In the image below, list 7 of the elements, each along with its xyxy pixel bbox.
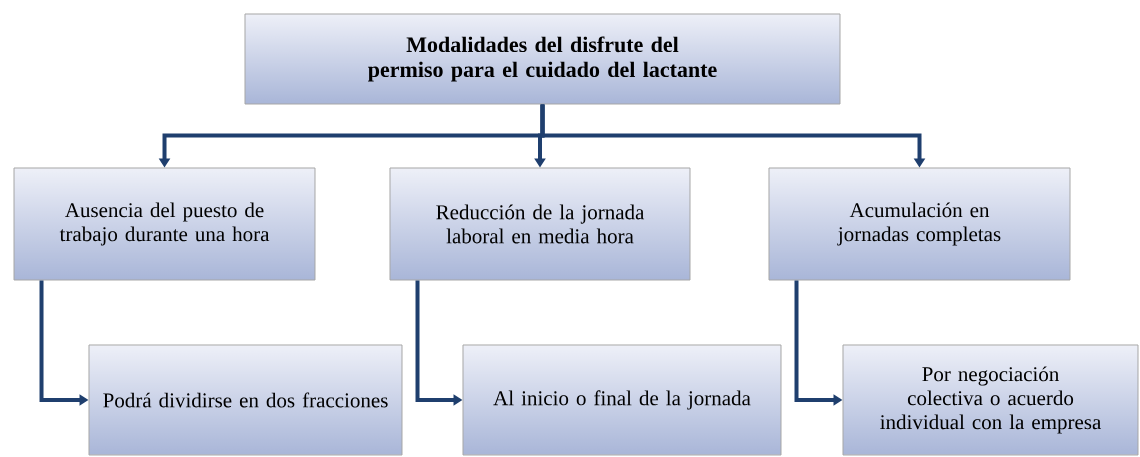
- process-box: Reducción de la jornada laboral en media hora: [389, 167, 691, 281]
- title-box: Modalidades del disfrute del permiso para el cuidado del lactante: [244, 13, 841, 105]
- process-box: Acumulación en jornadas completas: [768, 167, 1071, 281]
- process-box: Por negociación colectiva o acuerdo individual con la empresa: [842, 344, 1139, 456]
- process-box: Ausencia del puesto de trabajo durante una hora: [13, 167, 316, 281]
- process-box: Podrá dividirse en dos fracciones: [88, 344, 403, 456]
- process-box: Al inicio o final de la jornada: [462, 344, 782, 456]
